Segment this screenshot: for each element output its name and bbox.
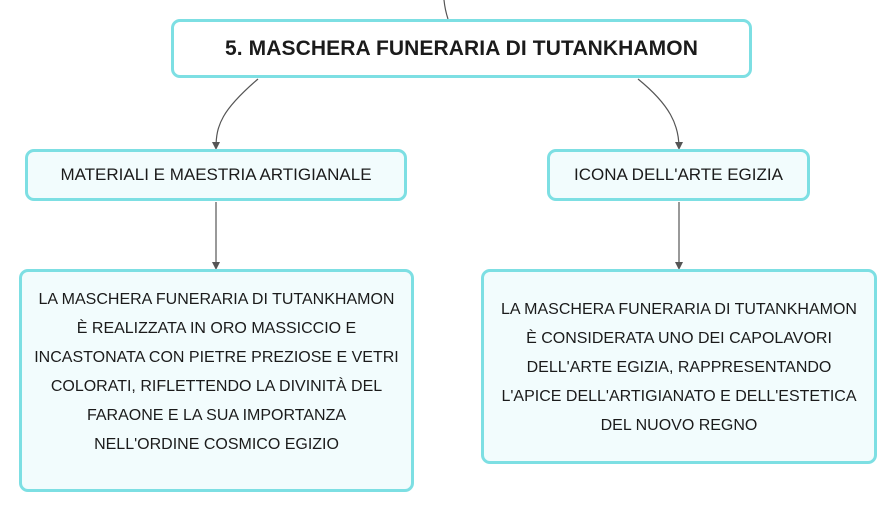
connector-root-to-left-branch — [212, 78, 259, 150]
connector-parent-to-root — [443, 0, 449, 20]
root-node-title: 5. MASCHERA FUNERARIA DI TUTANKHAMON — [225, 36, 698, 60]
branch-node-icon[interactable]: ICONA DELL'ARTE EGIZIA — [547, 149, 810, 201]
branch-node-materials-label: MATERIALI E MAESTRIA ARTIGIANALE — [60, 165, 372, 184]
detail-node-icon[interactable]: LA MASCHERA FUNERARIA DI TUTANKHAMON È C… — [481, 269, 877, 464]
root-node[interactable]: 5. MASCHERA FUNERARIA DI TUTANKHAMON — [171, 19, 752, 78]
branch-node-materials[interactable]: MATERIALI E MAESTRIA ARTIGIANALE — [25, 149, 407, 201]
detail-node-materials-text: LA MASCHERA FUNERARIA DI TUTANKHAMON È R… — [34, 290, 399, 453]
detail-node-materials[interactable]: LA MASCHERA FUNERARIA DI TUTANKHAMON È R… — [19, 269, 414, 492]
branch-node-icon-label: ICONA DELL'ARTE EGIZIA — [574, 165, 783, 184]
connector-root-to-right-branch — [637, 78, 683, 150]
detail-node-icon-text: LA MASCHERA FUNERARIA DI TUTANKHAMON È C… — [501, 301, 857, 434]
